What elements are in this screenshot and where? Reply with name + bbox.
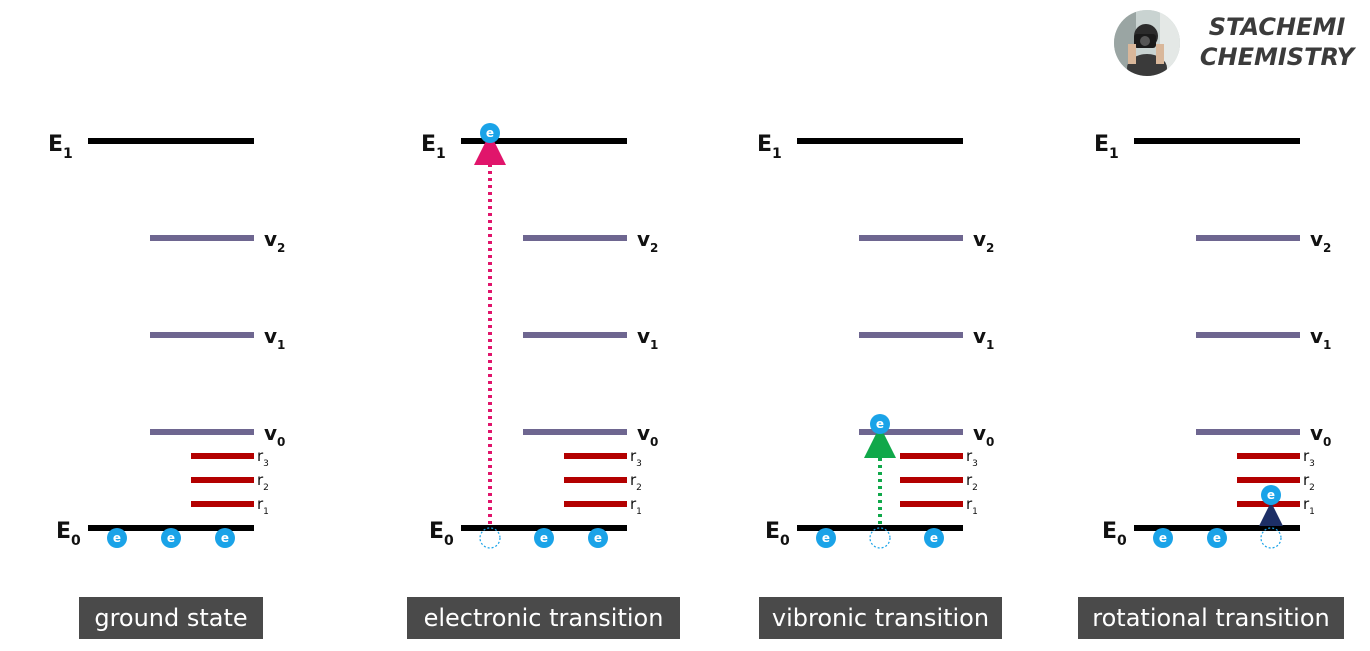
label-v1: v1 (637, 324, 658, 352)
label-r1: r1 (630, 495, 642, 517)
label-v1: v1 (973, 324, 994, 352)
brand-line-2: CHEMISTRY (1199, 43, 1355, 71)
label-v0: v0 (637, 421, 658, 449)
label-r3: r3 (257, 447, 269, 469)
vacated-electron-position (1260, 527, 1282, 549)
label-v1: v1 (1310, 324, 1331, 352)
label-r1: r1 (1303, 495, 1315, 517)
brand-logo: STACHEMI CHEMISTRY (1114, 10, 1362, 76)
label-e1: E1 (48, 132, 73, 162)
electron-2: e (924, 528, 944, 548)
electron-symbol: e (540, 531, 548, 545)
label-r2: r2 (257, 471, 269, 493)
electron-icon (1261, 485, 1281, 505)
label-r2: r2 (1303, 471, 1315, 493)
electron-icon (215, 528, 235, 548)
label-v0: v0 (973, 421, 994, 449)
electron-1: e (107, 528, 127, 548)
caption-panel-1: ground state (79, 597, 263, 639)
label-v2: v2 (973, 227, 994, 255)
label-v2: v2 (1310, 227, 1331, 255)
electron-icon (924, 528, 944, 548)
label-e0: E0 (765, 519, 790, 549)
electron-icon (534, 528, 554, 548)
electron-icon (588, 528, 608, 548)
electron-icon (1207, 528, 1227, 548)
electron-3: e (215, 528, 235, 548)
vacated-electron-position (869, 527, 891, 549)
label-r3: r3 (1303, 447, 1315, 469)
label-r1: r1 (966, 495, 978, 517)
label-v2: v2 (637, 227, 658, 255)
electron-1: e (816, 528, 836, 548)
electron-symbol: e (594, 531, 602, 545)
electron-icon (480, 123, 500, 143)
electron-symbol: e (930, 531, 938, 545)
caption-panel-3: vibronic transition (759, 597, 1002, 639)
electron-symbol: e (1267, 488, 1275, 502)
label-e1: E1 (421, 132, 446, 162)
electron-2: e (1207, 528, 1227, 548)
label-v0: v0 (1310, 421, 1331, 449)
excited-electron: e (870, 414, 890, 434)
electron-icon (161, 528, 181, 548)
electron-2: e (161, 528, 181, 548)
electron-symbol: e (1159, 531, 1167, 545)
electron-symbol: e (113, 531, 121, 545)
label-v0: v0 (264, 421, 285, 449)
excited-electron: e (480, 123, 500, 143)
caption-panel-4: rotational transition (1078, 597, 1344, 639)
electron-icon (816, 528, 836, 548)
label-e1: E1 (1094, 132, 1119, 162)
label-e1: E1 (757, 132, 782, 162)
brand-line-1: STACHEMI (1208, 13, 1346, 41)
label-r3: r3 (966, 447, 978, 469)
brand-name: STACHEMI CHEMISTRY (1192, 12, 1362, 72)
label-e0: E0 (429, 519, 454, 549)
label-e0: E0 (56, 519, 81, 549)
electron-symbol: e (876, 417, 884, 431)
electron-icon (107, 528, 127, 548)
electron-2: e (588, 528, 608, 548)
label-v1: v1 (264, 324, 285, 352)
electron-symbol: e (822, 531, 830, 545)
photographer-avatar-icon (1114, 10, 1180, 76)
electron-symbol: e (221, 531, 229, 545)
label-r1: r1 (257, 495, 269, 517)
label-e0: E0 (1102, 519, 1127, 549)
electron-symbol: e (1213, 531, 1221, 545)
electron-symbol: e (167, 531, 175, 545)
vacated-electron-position (479, 527, 501, 549)
electron-symbol: e (486, 126, 494, 140)
label-r3: r3 (630, 447, 642, 469)
electron-icon (870, 414, 890, 434)
label-r2: r2 (630, 471, 642, 493)
electron-1: e (534, 528, 554, 548)
caption-panel-2: electronic transition (407, 597, 680, 639)
excited-electron: e (1261, 485, 1281, 505)
label-r2: r2 (966, 471, 978, 493)
electron-icon (1153, 528, 1173, 548)
label-v2: v2 (264, 227, 285, 255)
electron-1: e (1153, 528, 1173, 548)
